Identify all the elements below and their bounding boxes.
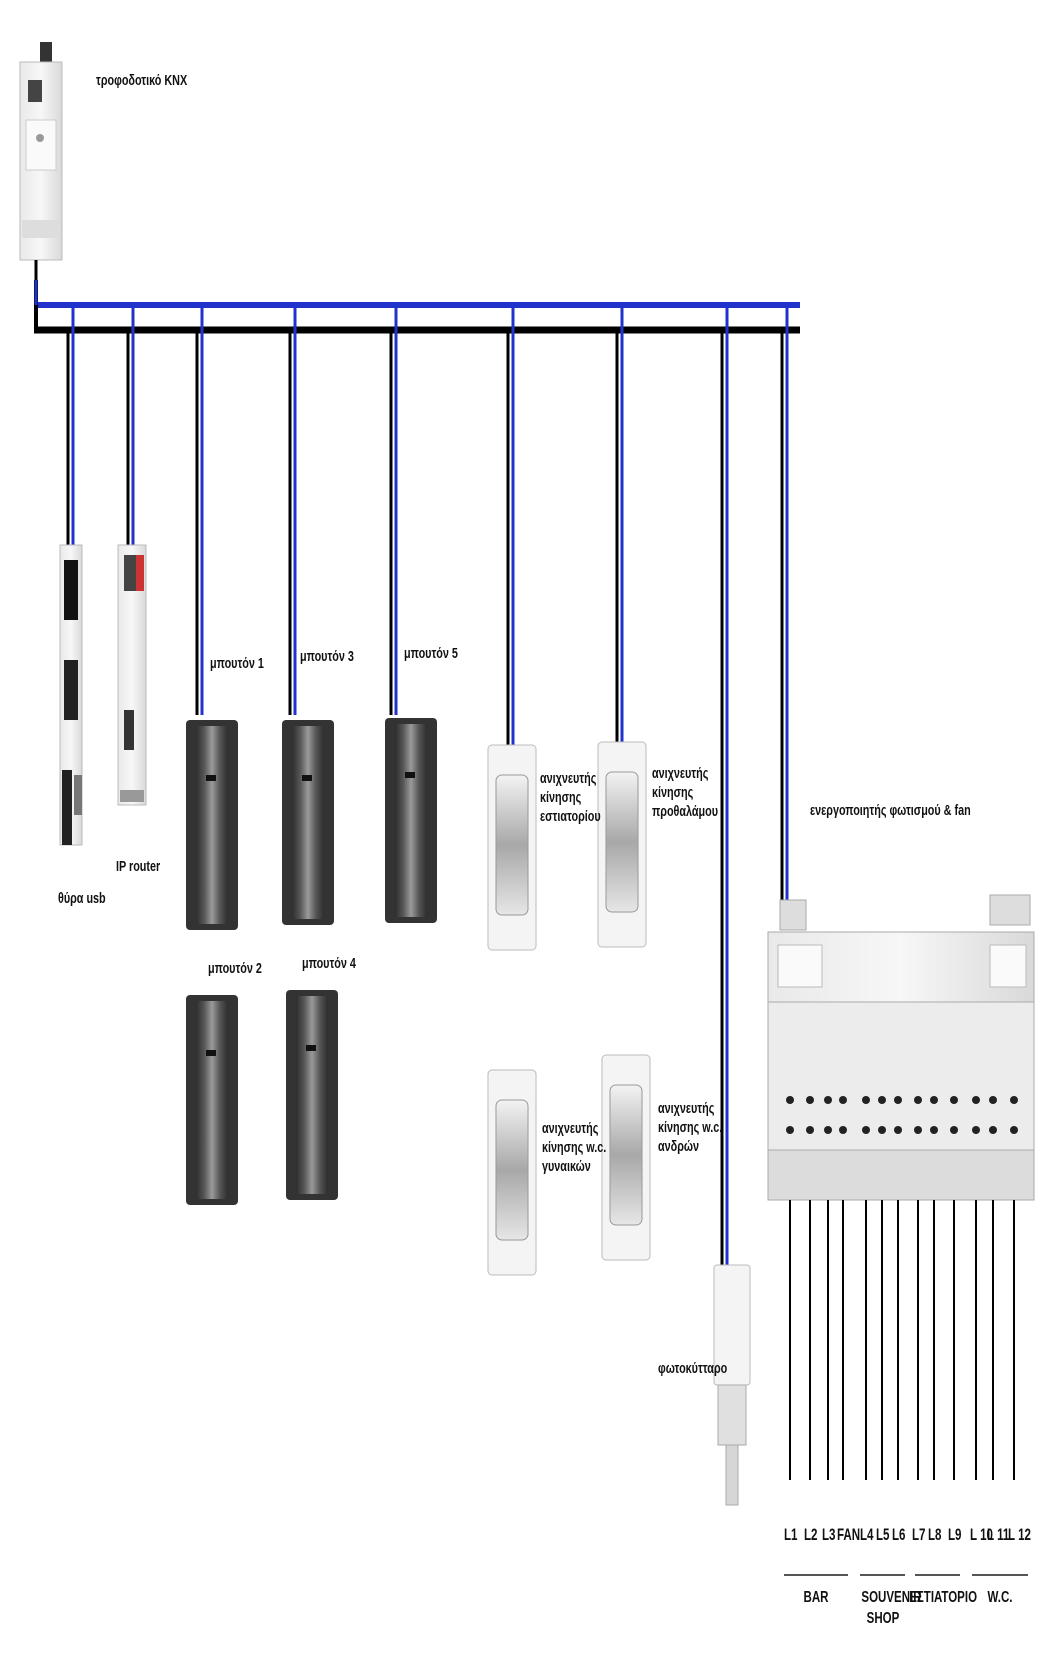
knx-power-supply bbox=[19, 42, 63, 285]
button-4-label: μπουτόν 4 bbox=[302, 955, 356, 972]
actuator-terminal bbox=[862, 1126, 870, 1134]
output-label: L 10 bbox=[970, 1525, 993, 1544]
actuator-terminal bbox=[894, 1126, 902, 1134]
actuator-terminal bbox=[989, 1096, 997, 1104]
push-button-4 bbox=[286, 990, 338, 1200]
actuator-terminal bbox=[786, 1126, 794, 1134]
actuator-terminal bbox=[914, 1096, 922, 1104]
actuator-terminal bbox=[989, 1126, 997, 1134]
push-button-2 bbox=[186, 995, 238, 1205]
sensor-lobby-line-1: ανιχνευτής bbox=[652, 765, 709, 782]
group-label: ΕΣΤΙΑΤΟΡΙΟ bbox=[908, 1589, 977, 1606]
sensor-wc-men-label: ανιχνευτής κίνησης w.c. ανδρών bbox=[658, 1100, 722, 1156]
actuator-label: ενεργοποιητής φωτισμού & fan bbox=[810, 802, 971, 819]
push-button-3 bbox=[282, 720, 334, 925]
sensor-wc-women-line-3: γυναικών bbox=[542, 1157, 591, 1175]
power-supply-label: τροφοδοτικό KNX bbox=[96, 72, 188, 89]
sensor-lobby-line-2: κίνησης bbox=[652, 783, 694, 801]
output-label: L8 bbox=[928, 1525, 942, 1544]
output-lines bbox=[789, 1200, 1015, 1480]
sensor-wc-women-line-2: κίνησης w.c. bbox=[542, 1138, 607, 1156]
ip-router-label: IP router bbox=[116, 858, 161, 875]
actuator-terminal bbox=[914, 1126, 922, 1134]
sensor-lobby-label: ανιχνευτής κίνησης προθαλάμου bbox=[652, 765, 718, 821]
actuator-terminal bbox=[950, 1096, 958, 1104]
actuator-terminal bbox=[930, 1096, 938, 1104]
knx-bus bbox=[34, 280, 800, 334]
sensor-lobby-line-3: προθαλάμου bbox=[652, 802, 719, 820]
sensor-restaurant-line-2: κίνησης bbox=[540, 788, 582, 806]
actuator-terminal bbox=[839, 1096, 847, 1104]
bus-drops bbox=[66, 305, 789, 1265]
sensor-wc-men-line-1: ανιχνευτής bbox=[658, 1100, 715, 1117]
photocell bbox=[713, 1264, 751, 1506]
output-label: L3 bbox=[822, 1525, 836, 1544]
group-label: BAR bbox=[803, 1589, 829, 1606]
group-label: SOUVENIR SHOP bbox=[860, 1589, 922, 1627]
output-label: L 11 bbox=[987, 1525, 1010, 1544]
push-button-5 bbox=[385, 718, 437, 923]
sensor-wc-women-line-1: ανιχνευτής bbox=[542, 1120, 599, 1137]
sensor-wc-women-label: ανιχνευτής κίνησης w.c. γυναικών bbox=[542, 1120, 606, 1176]
output-label: L2 bbox=[804, 1525, 818, 1544]
sensor-wc-men-line-2: κίνησης w.c. bbox=[658, 1118, 723, 1136]
sensor-restaurant-line-1: ανιχνευτής bbox=[540, 770, 597, 787]
output-label: FAN bbox=[837, 1525, 861, 1544]
actuator-terminal bbox=[862, 1096, 870, 1104]
output-label: L5 bbox=[876, 1525, 890, 1544]
actuator-terminal bbox=[806, 1126, 814, 1134]
output-label: L9 bbox=[948, 1525, 962, 1544]
ip-router bbox=[117, 544, 147, 806]
actuator-terminal bbox=[878, 1126, 886, 1134]
output-label: L7 bbox=[912, 1525, 926, 1544]
actuator-terminal bbox=[839, 1126, 847, 1134]
output-label: L 12 bbox=[1008, 1525, 1031, 1544]
button-5-label: μπουτόν 5 bbox=[404, 645, 458, 662]
motion-sensor-lobby bbox=[597, 741, 647, 948]
actuator-terminal bbox=[786, 1096, 794, 1104]
actuator-terminal bbox=[878, 1096, 886, 1104]
actuator-terminal bbox=[972, 1096, 980, 1104]
push-button-1 bbox=[186, 720, 238, 930]
actuator-terminal bbox=[824, 1126, 832, 1134]
motion-sensor-restaurant bbox=[487, 744, 537, 951]
lighting-actuator bbox=[767, 894, 1035, 1201]
actuator-terminal bbox=[806, 1096, 814, 1104]
actuator-terminal bbox=[972, 1126, 980, 1134]
actuator-terminal bbox=[950, 1126, 958, 1134]
motion-sensor-wc-men bbox=[601, 1054, 651, 1261]
sensor-wc-men-line-3: ανδρών bbox=[658, 1137, 700, 1155]
actuator-terminal bbox=[894, 1096, 902, 1104]
actuator-terminal bbox=[824, 1096, 832, 1104]
actuator-terminal bbox=[1010, 1126, 1018, 1134]
usb-port-label: θύρα usb bbox=[58, 890, 106, 907]
sensor-restaurant-line-3: εστιατορίου bbox=[540, 807, 601, 825]
usb-interface bbox=[59, 544, 83, 846]
actuator-terminal bbox=[930, 1126, 938, 1134]
actuator-terminal bbox=[1010, 1096, 1018, 1104]
button-3-label: μπουτόν 3 bbox=[300, 648, 354, 665]
group-label: W.C. bbox=[987, 1589, 1013, 1606]
output-label: L6 bbox=[892, 1525, 906, 1544]
output-label: L1 bbox=[784, 1525, 798, 1544]
motion-sensor-wc-women bbox=[487, 1069, 537, 1276]
button-2-label: μπουτόν 2 bbox=[208, 960, 262, 977]
output-label: L4 bbox=[860, 1525, 874, 1544]
button-1-label: μπουτόν 1 bbox=[210, 655, 264, 672]
sensor-restaurant-label: ανιχνευτής κίνησης εστιατορίου bbox=[540, 770, 601, 826]
photocell-label: φωτοκύτταρο bbox=[658, 1360, 728, 1377]
